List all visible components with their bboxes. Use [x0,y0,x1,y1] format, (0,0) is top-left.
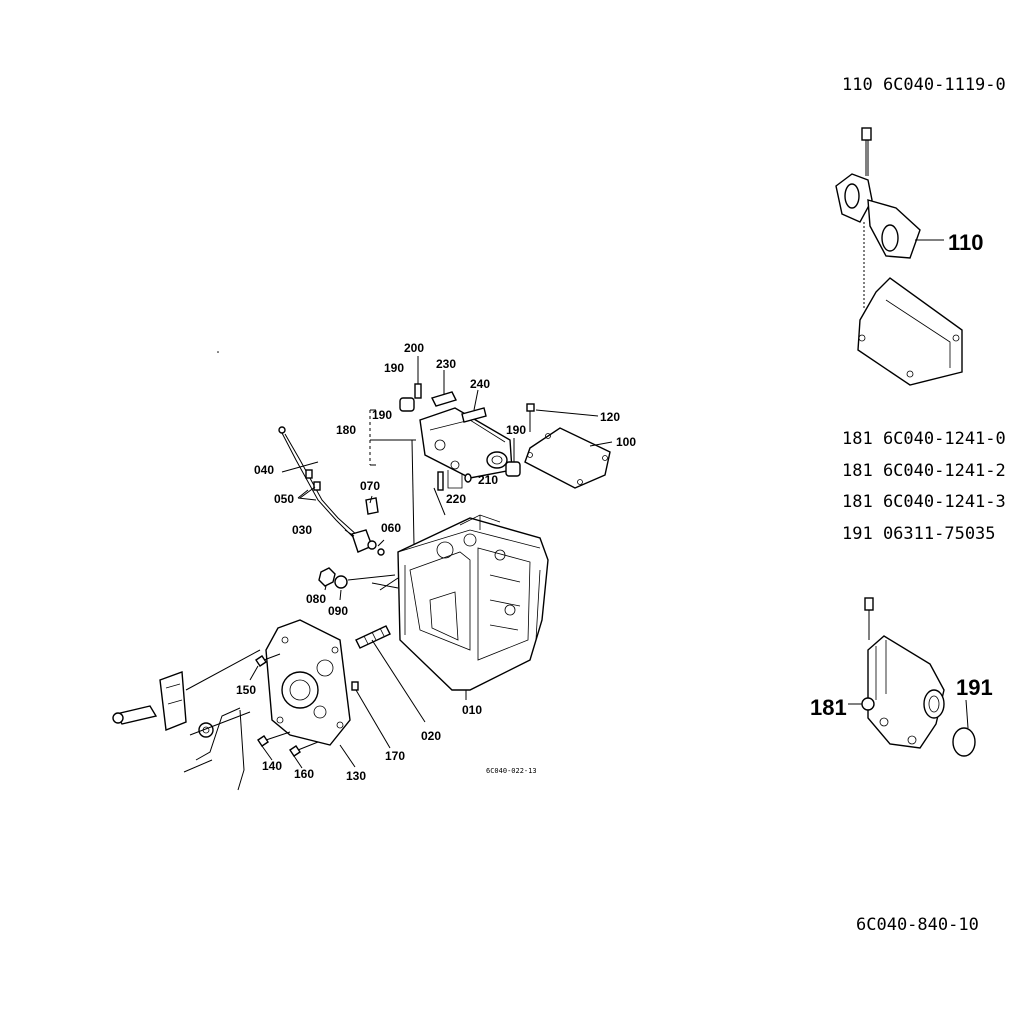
key-230 [431,370,457,407]
bolt-160 [289,741,319,757]
stray-dot [217,351,219,353]
callout-060: 060 [381,521,401,535]
callout-190b: 190 [372,408,392,422]
bracket-110-drawing [835,127,963,386]
stud-020 [355,625,391,649]
parts-list-line-3: 181 6C040-1241-3 [842,492,1006,512]
callout-150: 150 [236,683,256,697]
callout-240: 240 [470,377,490,391]
bracket-180-group [369,409,416,466]
shift-rod [278,426,373,553]
plug-070 [365,497,379,515]
oring-210 [464,473,472,483]
callout-050: 050 [274,492,294,506]
parts-list-line-1: 181 6C040-1241-0 [842,429,1006,449]
callout-120: 120 [600,410,620,424]
callout-190a: 190 [384,361,404,375]
key-240 [461,389,487,423]
callout-190c: 190 [506,423,526,437]
pin-200 [414,356,422,399]
bush-190c [505,438,521,477]
bush-190a [399,397,415,412]
callout-130: 130 [346,769,366,783]
left-bracket-assembly [112,649,261,791]
callout-220: 220 [446,492,466,506]
callout-230: 230 [436,357,456,371]
parts-list-line-4: 191 06311-75035 [842,524,996,544]
bolt-150 [255,653,281,667]
callout-010: 010 [462,703,482,717]
bolt-140 [257,731,291,747]
panel-header-110: 110 6C040-1119-0 [842,75,1006,95]
drawing-code: 6C040-022-13 [486,767,537,775]
housing-181-drawing [848,597,976,757]
callout-040: 040 [254,463,274,477]
callout-140: 140 [262,759,282,773]
pin-170 [351,681,359,691]
footer-code: 6C040-840-10 [856,915,979,935]
leader-lines [249,439,467,769]
bolt-120 [526,403,599,432]
parts-list-line-2: 181 6C040-1241-2 [842,461,1006,481]
callout-030: 030 [292,523,312,537]
label-181: 181 [810,695,847,720]
pin-220 [437,471,444,491]
plug-080 [318,567,336,587]
callout-200: 200 [404,341,424,355]
callout-090: 090 [328,604,348,618]
leader-050 [297,489,317,501]
callout-170: 170 [385,749,405,763]
transmission-case [397,514,549,691]
plug-090 [334,574,396,589]
callout-020: 020 [421,729,441,743]
washer-060 [367,540,385,556]
callout-080: 080 [306,592,326,606]
cover-plate-100 [524,427,613,489]
callout-100: 100 [616,435,636,449]
callout-180: 180 [336,423,356,437]
front-cover [265,619,351,746]
label-191: 191 [956,675,993,700]
callout-160: 160 [294,767,314,781]
callout-210: 210 [478,473,498,487]
callout-070: 070 [360,479,380,493]
label-110: 110 [948,230,984,255]
